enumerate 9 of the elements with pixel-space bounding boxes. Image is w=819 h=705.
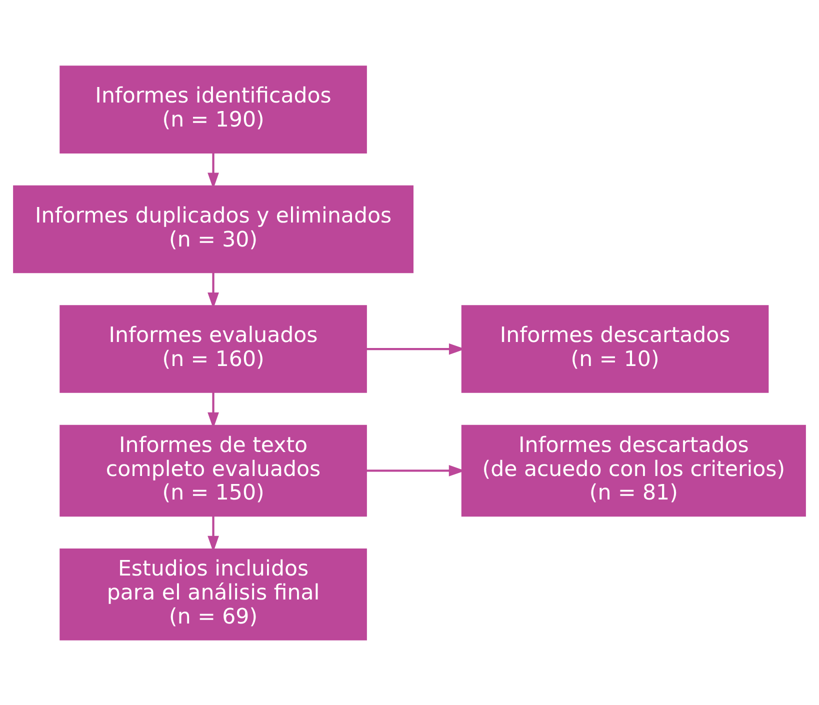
arrow [208,272,219,308]
node-box: Estudios incluidos para el análisis final (n = 69) [60,548,367,640]
node-box: Informes de texto completo evaluados (n = 150) [60,424,367,516]
node-box: Informes duplicados y eliminados (n = 30) [13,184,414,273]
node-box: Informes identificados (n = 190) [60,65,367,153]
node-box: Informes descartados (de acuedo con los criterios) (n = 81) [461,424,806,516]
arrow [208,152,219,188]
node-box: Informes descartados (n = 10) [461,304,769,392]
node-box: Informes evaluados (n = 160) [60,304,367,392]
